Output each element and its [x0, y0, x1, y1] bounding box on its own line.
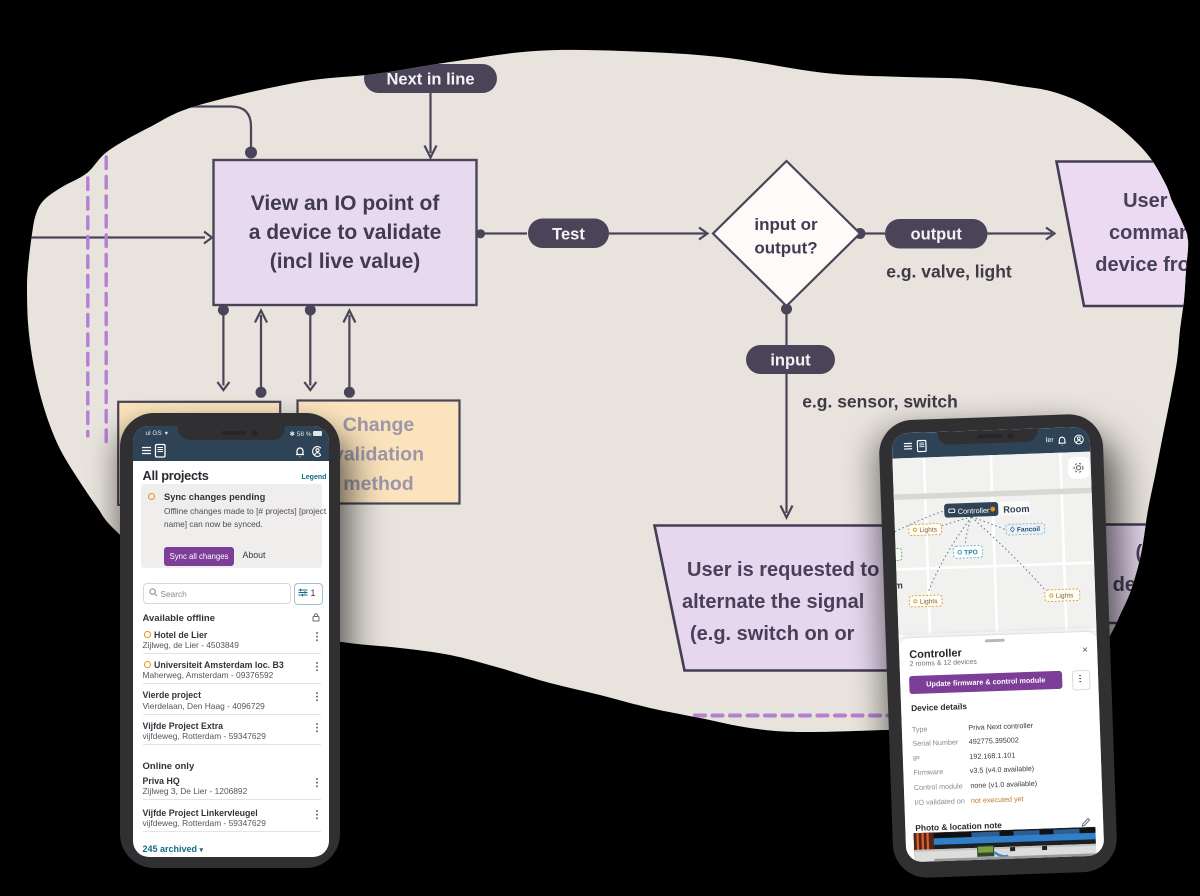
svg-text:output?: output? [754, 239, 817, 258]
svg-text:(incl live value): (incl live value) [270, 250, 421, 273]
svg-text:e.g. valve, light: e.g. valve, light [886, 262, 1012, 282]
svg-text:input: input [770, 352, 811, 370]
svg-text:device from app: device from app [1095, 254, 1200, 276]
svg-text:Room: Room [1003, 503, 1030, 514]
svg-text:Change: Change [343, 414, 415, 436]
svg-text:View an IO point of: View an IO point of [251, 192, 441, 215]
svg-text:Test: Test [552, 226, 585, 244]
svg-text:Fancoil: Fancoil [1016, 525, 1039, 533]
svg-text:output: output [911, 226, 963, 244]
svg-text:TPO: TPO [964, 549, 978, 556]
svg-text:commands to: commands to [1109, 222, 1200, 244]
svg-text:(e.g. open a: (e.g. open a [1135, 542, 1200, 564]
svg-text:(e.g. switch on or: (e.g. switch on or [690, 623, 855, 645]
svg-text:om: om [892, 580, 903, 590]
svg-text:e.g. sensor, switch: e.g. sensor, switch [802, 392, 958, 412]
svg-text:User sends: User sends [1123, 190, 1200, 212]
svg-text:input or: input or [754, 215, 818, 234]
svg-text:User is requested to: User is requested to [687, 559, 879, 581]
svg-text:Lights: Lights [919, 598, 938, 606]
svg-text:a device to validate: a device to validate [249, 221, 442, 244]
svg-text:Lights: Lights [1055, 592, 1074, 600]
svg-text:Controller: Controller [957, 505, 989, 515]
svg-text:Lights: Lights [919, 526, 938, 534]
svg-text:method: method [343, 473, 413, 495]
svg-text:device panel): device panel) [1113, 574, 1200, 596]
svg-text:Next in line: Next in line [386, 71, 474, 89]
svg-text:validation: validation [333, 444, 424, 466]
svg-text:alternate the signal: alternate the signal [682, 591, 864, 613]
